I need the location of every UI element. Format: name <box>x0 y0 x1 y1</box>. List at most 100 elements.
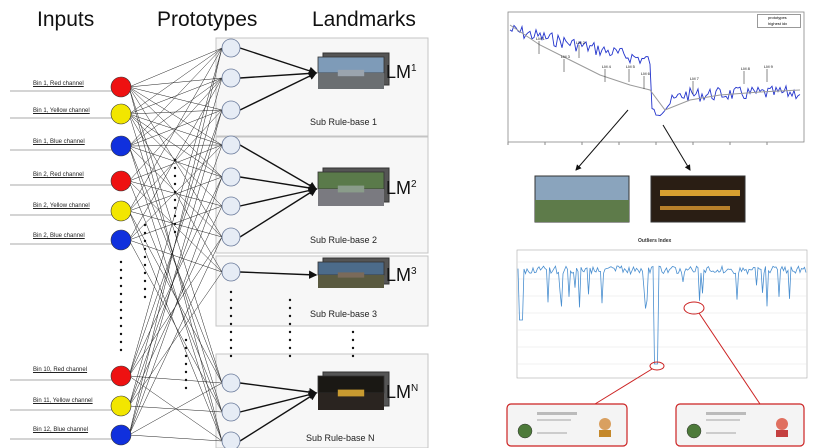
ellipsis-dots <box>173 222 177 226</box>
ellipsis-dots <box>119 300 123 304</box>
callout-ellipse <box>649 361 665 371</box>
landmark-image-ground <box>318 189 384 206</box>
ellipsis-dots <box>119 348 123 352</box>
ellipsis-dots <box>119 276 123 280</box>
bottom-series-line <box>517 264 807 365</box>
edge-line <box>128 210 223 384</box>
ellipsis-dots <box>143 279 147 283</box>
edge-line <box>128 239 223 273</box>
edge-line <box>128 144 223 182</box>
edge-arrow <box>239 72 318 111</box>
ellipsis-dots <box>184 386 188 390</box>
edge-line <box>128 180 223 207</box>
edge-line <box>128 47 223 88</box>
edge-line <box>128 86 223 111</box>
subrule-label: Sub Rule-base 3 <box>310 309 378 319</box>
edge-line <box>128 382 223 436</box>
prototype-node <box>221 100 241 120</box>
input-node <box>110 170 132 192</box>
edge-arrow <box>239 392 318 442</box>
ellipsis-dots <box>173 158 177 162</box>
edge-line <box>128 77 223 147</box>
callout-line <box>698 312 761 405</box>
network-nodes <box>10 38 390 448</box>
ellipsis-dots <box>143 255 147 259</box>
ellipsis-dots <box>143 231 147 235</box>
landmark-image-ground <box>318 275 384 288</box>
edge-line <box>128 180 223 273</box>
top-series-line <box>509 24 801 117</box>
ellipsis-dots <box>143 295 147 299</box>
edge-arrow <box>239 188 318 238</box>
globe-icon <box>686 423 702 439</box>
inputs-header: Inputs <box>37 8 95 31</box>
marker-label: LM 6 <box>641 71 651 76</box>
card-text-line <box>537 419 571 421</box>
edge-line <box>128 144 223 407</box>
edge-line <box>128 47 223 115</box>
ellipsis-dots <box>351 354 355 358</box>
edge-arrow <box>239 176 318 193</box>
ellipsis-dots <box>173 214 177 218</box>
scene-thumbnail <box>650 175 746 223</box>
landmark-image-ground <box>318 73 384 89</box>
subrule-label: Sub Rule-base 1 <box>310 117 378 127</box>
edge-line <box>128 176 223 212</box>
marker-label: LM 4 <box>602 64 612 69</box>
edge-line <box>128 375 223 384</box>
ellipsis-dots <box>184 354 188 358</box>
top-chart-frame <box>507 11 805 143</box>
callout-ellipse <box>683 301 705 315</box>
avatar-icon <box>776 418 788 430</box>
edge-arrow <box>239 270 318 279</box>
avatar-body <box>599 430 611 437</box>
ellipsis-dots <box>119 308 123 312</box>
edge-line <box>128 47 223 436</box>
ellipsis-dots <box>143 247 147 251</box>
input-node <box>110 103 132 125</box>
edge-line <box>128 375 223 442</box>
edge-line <box>128 109 223 377</box>
input-node <box>110 395 132 417</box>
subrule-label: Sub Rule-base 2 <box>310 235 378 245</box>
input-label: Bin 2, Red channel <box>33 172 84 178</box>
ellipsis-dots <box>351 330 355 334</box>
prototype-node <box>221 431 241 448</box>
landmark-image-ground <box>318 393 384 410</box>
prototypes-header: Prototypes <box>157 8 258 31</box>
ellipsis-dots <box>184 378 188 382</box>
edge-arrow <box>239 47 318 75</box>
edge-line <box>128 176 223 436</box>
landmark-label: LM3 <box>386 265 417 285</box>
ellipsis-dots <box>119 260 123 264</box>
prototype-node <box>221 135 241 155</box>
landmark-label: LM2 <box>386 178 417 198</box>
input-node <box>110 135 132 157</box>
ellipsis-dots <box>229 338 233 342</box>
prototype-node <box>221 38 241 58</box>
globe-icon <box>517 423 533 439</box>
ellipsis-dots <box>229 330 233 334</box>
card-text-line <box>706 432 736 434</box>
card-text-line <box>537 412 577 415</box>
ellipsis-dots <box>119 268 123 272</box>
callout-arrow <box>575 109 629 171</box>
callout-line <box>594 368 653 405</box>
input-label: Bin 1, Yellow channel <box>33 108 90 114</box>
prototype-node <box>221 68 241 88</box>
ellipsis-dots <box>184 370 188 374</box>
ellipsis-dots <box>143 263 147 267</box>
ellipsis-dots <box>173 166 177 170</box>
ellipsis-dots <box>229 346 233 350</box>
ellipsis-dots <box>173 198 177 202</box>
landmark-image-detail <box>337 389 365 397</box>
avatar-body <box>776 430 788 437</box>
ellipsis-dots <box>143 223 147 227</box>
connection-edges <box>128 37 429 448</box>
edge-line <box>128 86 223 238</box>
edge-line <box>128 144 223 147</box>
top-chart-legend: prototypes highest idx <box>757 14 801 28</box>
landmark-label: LM1 <box>386 62 417 82</box>
marker-label: LM 3 <box>561 54 571 59</box>
